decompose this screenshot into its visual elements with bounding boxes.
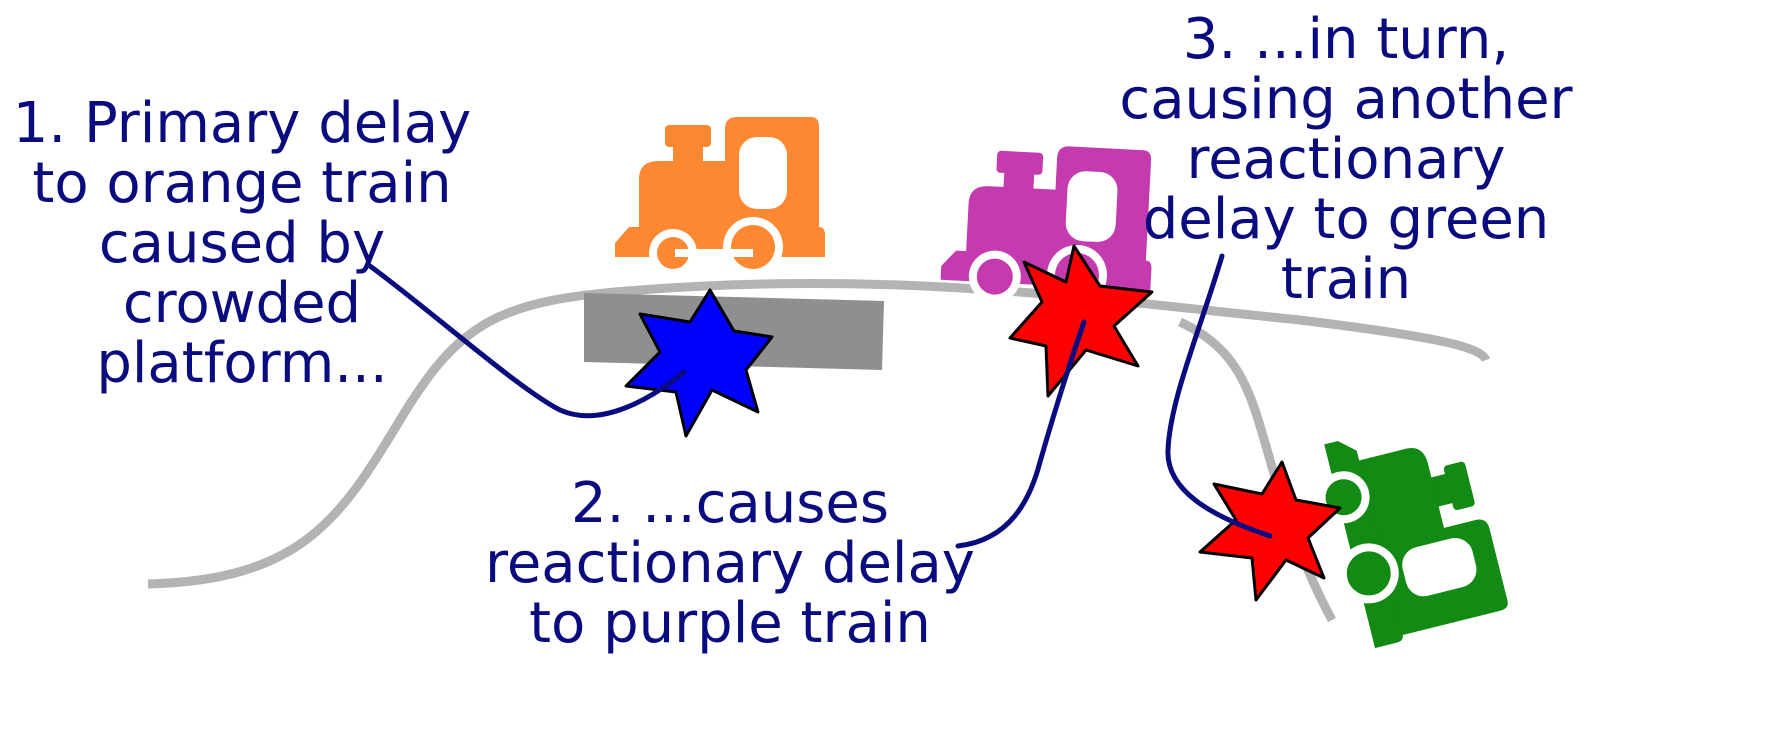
primary-label-line-4: crowded bbox=[123, 271, 361, 336]
green-train-icon bbox=[1305, 410, 1511, 652]
primary-label-line-5: platform... bbox=[96, 331, 387, 396]
reactionary-label-line-2: reactionary delay bbox=[485, 531, 975, 596]
primary-delay-label: 1. Primary delay to orange train caused … bbox=[13, 91, 471, 396]
knock-on-label-line-2: causing another bbox=[1119, 67, 1573, 132]
reactionary-label-line-3: to purple train bbox=[529, 591, 931, 656]
primary-label-line-1: 1. Primary delay bbox=[13, 91, 471, 156]
reactionary-delay-label: 2. ...causes reactionary delay to purple… bbox=[485, 471, 975, 656]
knock-on-label-line-1: 3. ...in turn, bbox=[1183, 7, 1509, 72]
orange-train-icon bbox=[615, 117, 825, 277]
knock-on-label-line-5: train bbox=[1281, 247, 1411, 312]
primary-label-line-2: to orange train bbox=[32, 151, 451, 216]
knock-on-label-line-3: reactionary bbox=[1186, 127, 1505, 192]
primary-label-line-3: caused by bbox=[99, 211, 385, 276]
knock-on-label-line-4: delay to green bbox=[1143, 187, 1550, 252]
knock-on-delay-star-icon bbox=[1200, 462, 1340, 600]
knock-on-delay-label: 3. ...in turn, causing another reactiona… bbox=[1119, 7, 1573, 312]
reactionary-label-line-1: 2. ...causes bbox=[571, 471, 889, 536]
